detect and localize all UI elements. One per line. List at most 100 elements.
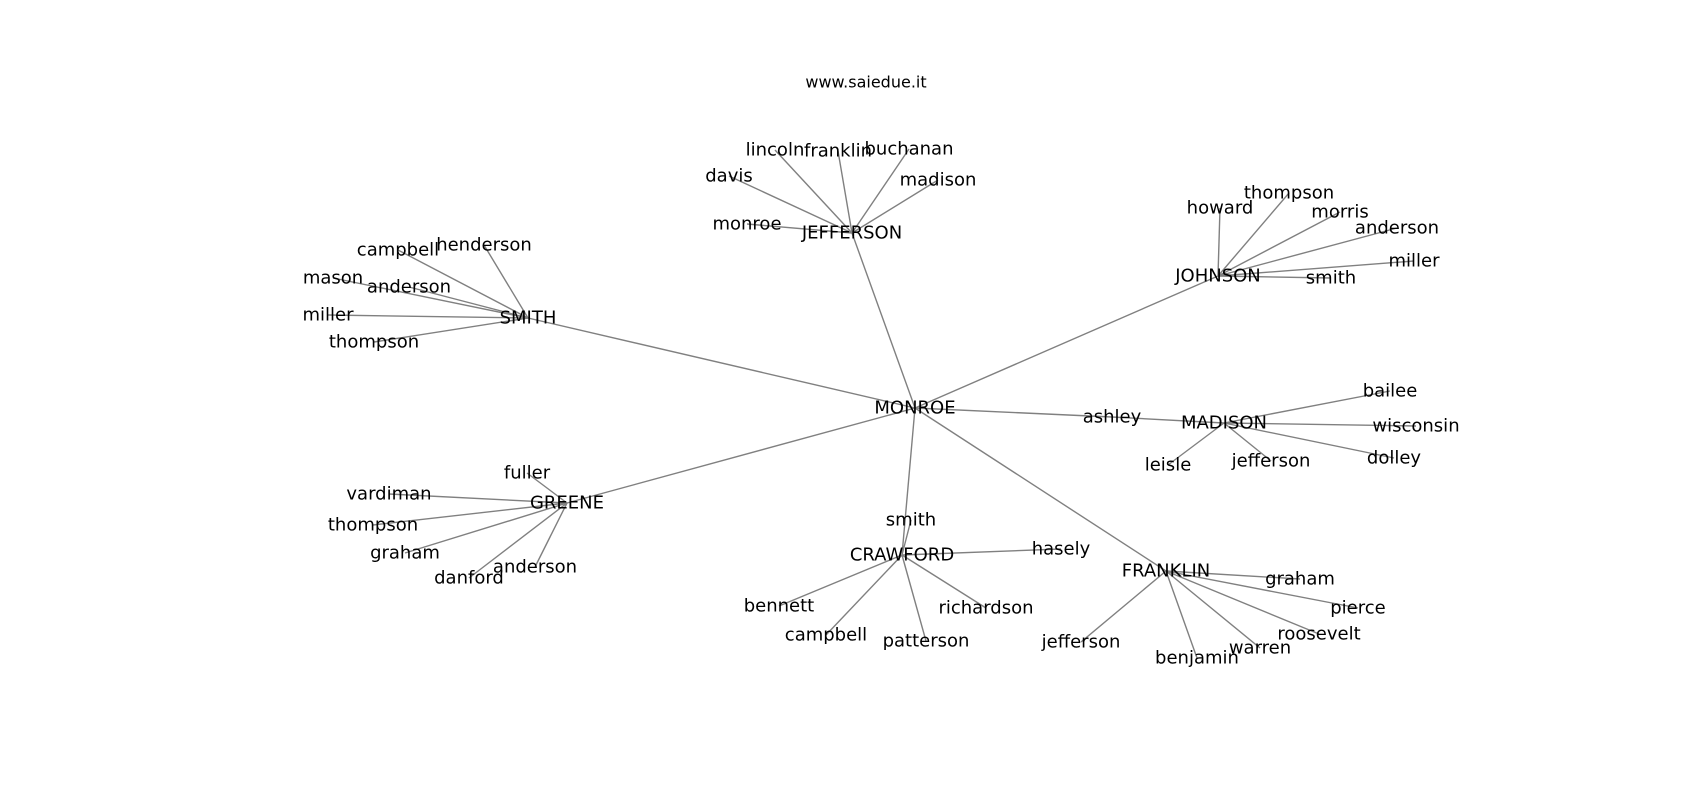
edge-greene-thompson	[372, 502, 568, 526]
edge-madison-bailee	[1223, 390, 1391, 424]
edge-greene-danford	[468, 502, 568, 579]
node-jefferson-davis: davis	[705, 166, 753, 187]
node-johnson-howard: howard	[1187, 198, 1254, 219]
node-franklin-benjamin: benjamin	[1155, 648, 1239, 669]
node-crawford-bennett: bennett	[744, 596, 815, 617]
node-smith-miller: miller	[302, 305, 354, 326]
node-franklin-graham: graham	[1265, 569, 1335, 590]
node-hub-greene: GREENE	[530, 493, 604, 514]
node-franklin-pierce: pierce	[1330, 598, 1385, 619]
edge-jefferson-madison	[851, 179, 939, 234]
edge-jefferson-lincoln	[774, 149, 853, 234]
edge-smith-thompson	[373, 317, 529, 343]
edge-franklin-roosevelt	[1165, 570, 1320, 635]
edge-johnson-morris	[1217, 211, 1341, 277]
node-crawford-campbell: campbell	[785, 625, 867, 646]
node-madison-bailee: bailee	[1363, 381, 1418, 402]
edge-greene-anderson	[534, 502, 568, 568]
node-hub-madison: MADISON	[1181, 413, 1267, 434]
node-center-monroe: MONROE	[874, 398, 955, 419]
edge-ashley-madison	[1111, 416, 1225, 424]
node-franklin-jefferson: jefferson	[1041, 632, 1121, 653]
edge-center-crawford	[901, 407, 916, 556]
node-smith-mason: mason	[303, 268, 363, 289]
node-madison-wisconsin: wisconsin	[1372, 416, 1459, 437]
edge-jefferson-davis	[728, 175, 853, 234]
edge-franklin-jefferson	[1080, 570, 1167, 643]
edge-johnson-smith	[1217, 275, 1332, 279]
node-crawford-smith: smith	[886, 510, 936, 531]
edge-layer	[327, 148, 1417, 659]
edge-smith-miller	[327, 314, 529, 319]
edge-franklin-graham	[1165, 570, 1301, 580]
edge-johnson-miller	[1217, 260, 1415, 277]
node-jefferson-franklin: franklin	[804, 141, 872, 162]
node-jefferson-buchanan: buchanan	[864, 139, 953, 160]
node-madison-leisle: leisle	[1145, 455, 1192, 476]
node-greene-anderson: anderson	[493, 557, 577, 578]
edge-greene-graham	[404, 502, 568, 554]
edge-madison-dolley	[1223, 422, 1395, 459]
node-jefferson-monroe: monroe	[712, 214, 781, 235]
edge-center-jefferson	[851, 232, 916, 409]
edge-crawford-bennett	[778, 554, 903, 607]
node-greene-thompson: thompson	[328, 515, 418, 536]
node-hub-crawford: CRAWFORD	[850, 545, 954, 566]
edge-greene-vardiman	[388, 493, 568, 504]
edge-smith-mason	[332, 277, 529, 319]
edge-center-johnson	[914, 275, 1219, 409]
node-smith-anderson: anderson	[367, 277, 451, 298]
edge-smith-campbell	[397, 249, 529, 319]
node-franklin-warren: warren	[1229, 638, 1291, 659]
edge-crawford-campbell	[825, 554, 903, 636]
edge-crawford-patterson	[901, 554, 927, 642]
edge-madison-leisle	[1167, 422, 1225, 466]
node-crawford-richardson: richardson	[938, 598, 1033, 619]
node-johnson-morris: morris	[1311, 202, 1368, 223]
edge-johnson-thompson	[1217, 192, 1290, 277]
edge-madison-jefferson	[1223, 422, 1272, 462]
node-johnson-smith: smith	[1306, 268, 1356, 289]
edge-franklin-benjamin	[1165, 570, 1198, 659]
node-madison-dolley: dolley	[1367, 448, 1422, 469]
node-greene-graham: graham	[370, 543, 440, 564]
edge-jefferson-monroe	[746, 223, 853, 234]
node-jefferson-lincoln: lincoln	[746, 140, 805, 161]
edge-franklin-warren	[1165, 570, 1261, 649]
edge-johnson-howard	[1217, 207, 1221, 277]
node-greene-vardiman: vardiman	[346, 484, 431, 505]
edge-crawford-smith	[901, 519, 912, 556]
node-ashley: ashley	[1083, 407, 1142, 428]
edge-smith-henderson	[483, 244, 529, 319]
node-crawford-patterson: patterson	[883, 631, 970, 652]
node-franklin-roosevelt: roosevelt	[1277, 624, 1360, 645]
node-smith-thompson: thompson	[329, 332, 419, 353]
edge-smith-anderson	[408, 286, 529, 319]
node-johnson-miller: miller	[1388, 251, 1440, 272]
node-johnson-thompson: thompson	[1244, 183, 1334, 204]
node-hub-smith: SMITH	[500, 308, 557, 329]
node-jefferson-madison: madison	[900, 170, 977, 191]
node-hub-johnson: JOHNSON	[1174, 266, 1261, 287]
edge-jefferson-franklin	[837, 150, 853, 234]
node-greene-danford: danford	[434, 568, 504, 589]
edge-johnson-anderson	[1217, 227, 1398, 277]
edge-center-franklin	[914, 407, 1167, 572]
edge-crawford-hasely	[901, 548, 1062, 556]
edge-center-ashley	[914, 407, 1113, 418]
edge-jefferson-buchanan	[851, 148, 910, 234]
node-smith-henderson: henderson	[436, 235, 532, 256]
edge-franklin-pierce	[1165, 570, 1359, 609]
node-madison-jefferson: jefferson	[1231, 451, 1311, 472]
node-greene-fuller: fuller	[504, 463, 551, 484]
node-smith-campbell: campbell	[357, 240, 439, 261]
edge-greene-fuller	[526, 472, 568, 504]
edge-center-greene	[566, 407, 916, 504]
chart-title: www.saiedue.it	[805, 73, 926, 92]
node-hub-franklin: FRANKLIN	[1122, 561, 1211, 582]
edge-crawford-richardson	[901, 554, 987, 609]
node-crawford-hasely: hasely	[1032, 539, 1091, 560]
node-hub-jefferson: JEFFERSON	[801, 223, 902, 244]
